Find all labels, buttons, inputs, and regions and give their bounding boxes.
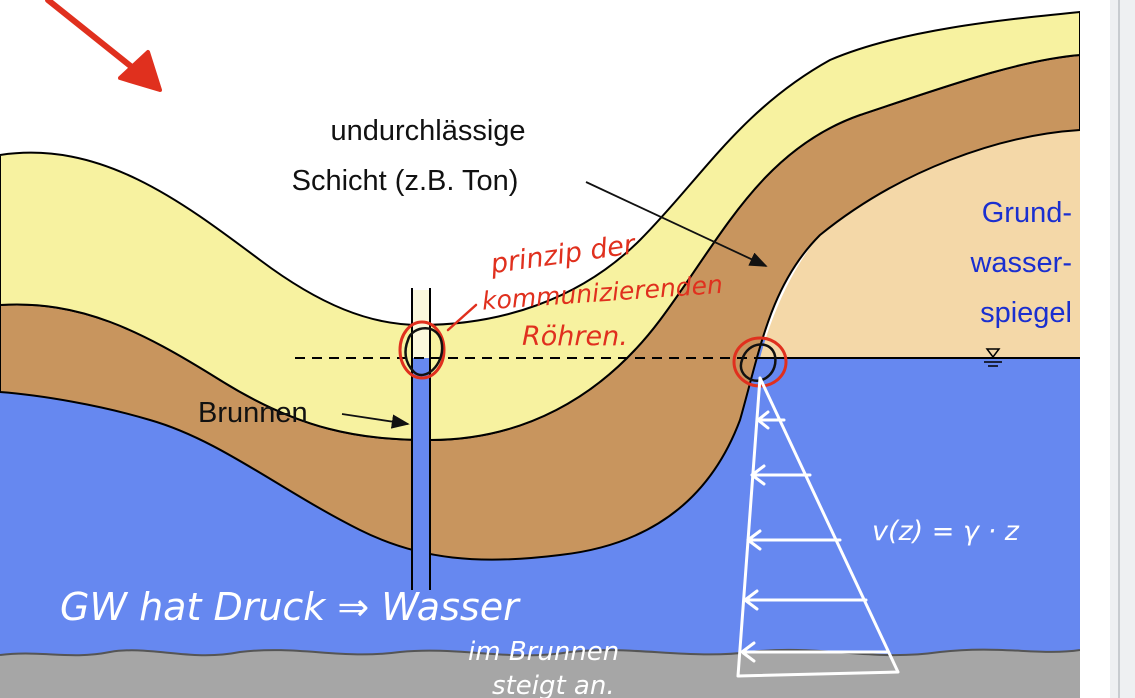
bedrock-layer — [0, 649, 1080, 698]
pressure-note-line2: im Brunnen — [468, 637, 619, 667]
dry-aquifer-layer — [760, 130, 1080, 358]
well-label: Brunnen — [198, 397, 308, 429]
water-table-symbol — [984, 348, 1002, 367]
velocity-arrowhead-5 — [740, 641, 756, 663]
page-edge-line — [1118, 0, 1120, 698]
strata-group — [0, 10, 1080, 698]
impermeable-label-line2: Schicht (z.B. Ton) — [292, 165, 519, 197]
velocity-arrowhead-3 — [746, 529, 762, 551]
topsoil-layer — [0, 10, 1080, 442]
page-edge-strip — [1110, 0, 1135, 698]
well-top-circle — [398, 320, 446, 380]
velocity-formula: v(z) = γ · z — [872, 516, 1020, 547]
pressure-note-line1: GW hat Druck ⇒ Wasser — [60, 585, 521, 629]
impermeable-pointer-arrow — [585, 181, 768, 267]
water-table-label-line3: spiegel — [980, 297, 1072, 329]
velocity-profile — [736, 376, 900, 678]
outcrop-black-loop — [739, 343, 777, 383]
impermeable-label-line1: undurchlässige — [330, 115, 525, 147]
bedrock-top-edge — [0, 648, 1080, 657]
well-top-black-loop — [404, 327, 444, 377]
velocity-arrowhead-1 — [756, 410, 770, 430]
velocity-arrowhead-2 — [750, 464, 766, 486]
pressure-note-line3: steigt an. — [492, 671, 615, 698]
water-table-label-line2: wasser- — [969, 247, 1072, 279]
velocity-arrowhead-4 — [743, 589, 759, 611]
water-table-label-line1: Grund- — [982, 197, 1072, 229]
well-water-column — [412, 358, 430, 590]
velocity-triangle — [736, 376, 900, 678]
principle-text-line3: Röhren. — [522, 321, 628, 352]
red-pointer-arrow — [45, 0, 162, 92]
principle-connector-stroke — [446, 303, 478, 332]
well-pointer-arrow — [341, 413, 410, 429]
